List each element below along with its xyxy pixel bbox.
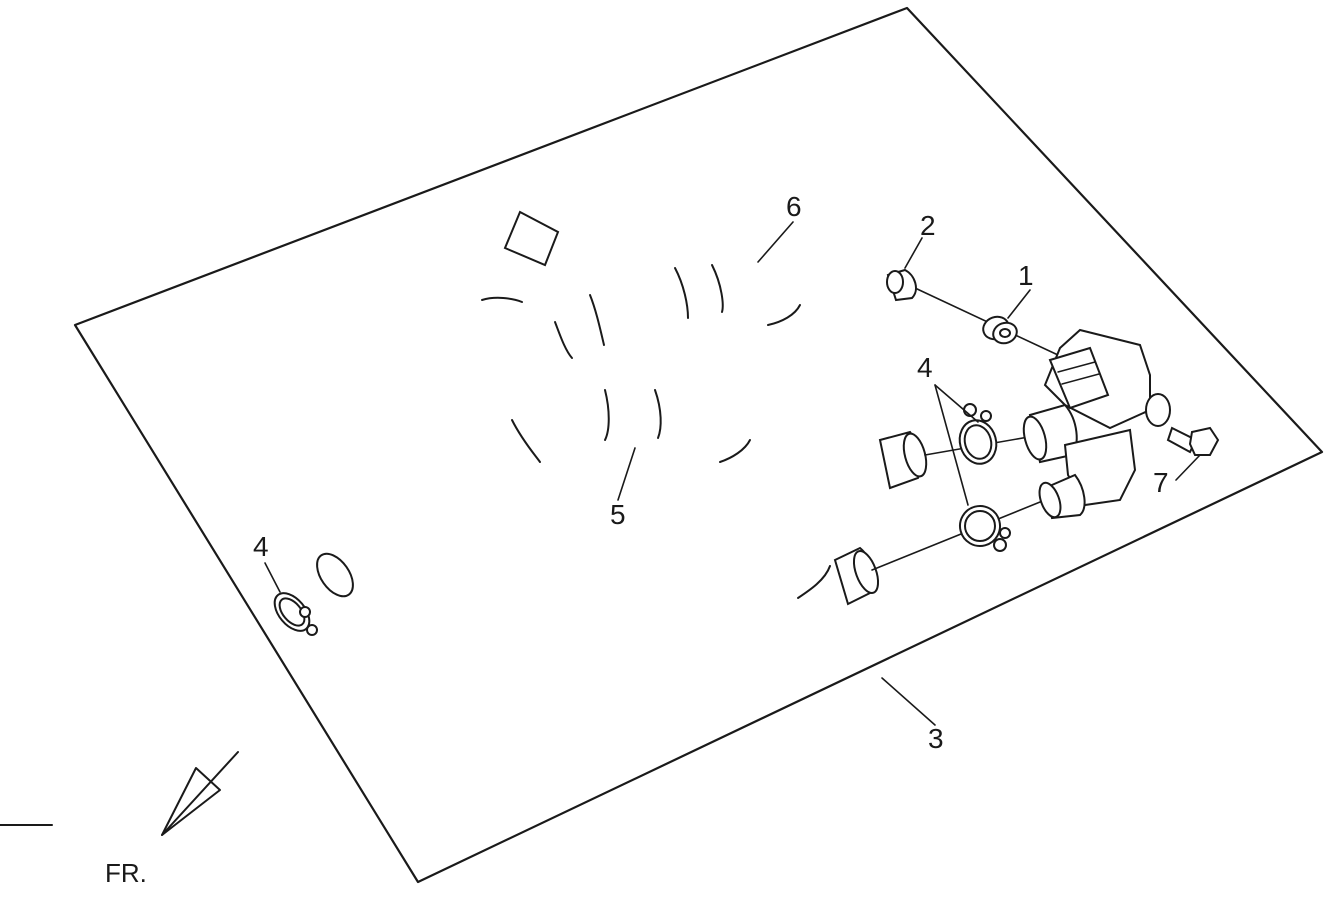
callout-4-left: 4 — [253, 531, 269, 562]
callout-2: 2 — [920, 210, 936, 241]
callout-5: 5 — [610, 499, 626, 530]
front-direction-arrow — [0, 751, 239, 836]
hose-lower — [312, 387, 880, 609]
valve-assembly — [1022, 328, 1171, 520]
mounting-plate — [73, 6, 1324, 884]
grommet-part — [982, 315, 1018, 345]
hose-clamp-upper — [958, 403, 998, 465]
hose-clamp-lower — [959, 505, 1011, 552]
hose-clamp-left — [273, 592, 318, 636]
callout-3: 3 — [928, 723, 944, 754]
front-direction-label: FR. — [105, 858, 147, 888]
bolt-part — [1166, 426, 1220, 456]
callout-4-right: 4 — [917, 352, 933, 383]
callout-6: 6 — [786, 191, 802, 222]
callout-7: 7 — [1153, 467, 1169, 498]
cap-part — [886, 268, 917, 302]
callout-1: 1 — [1018, 260, 1034, 291]
hose-upper — [469, 207, 928, 490]
leader-lines — [264, 221, 1201, 726]
